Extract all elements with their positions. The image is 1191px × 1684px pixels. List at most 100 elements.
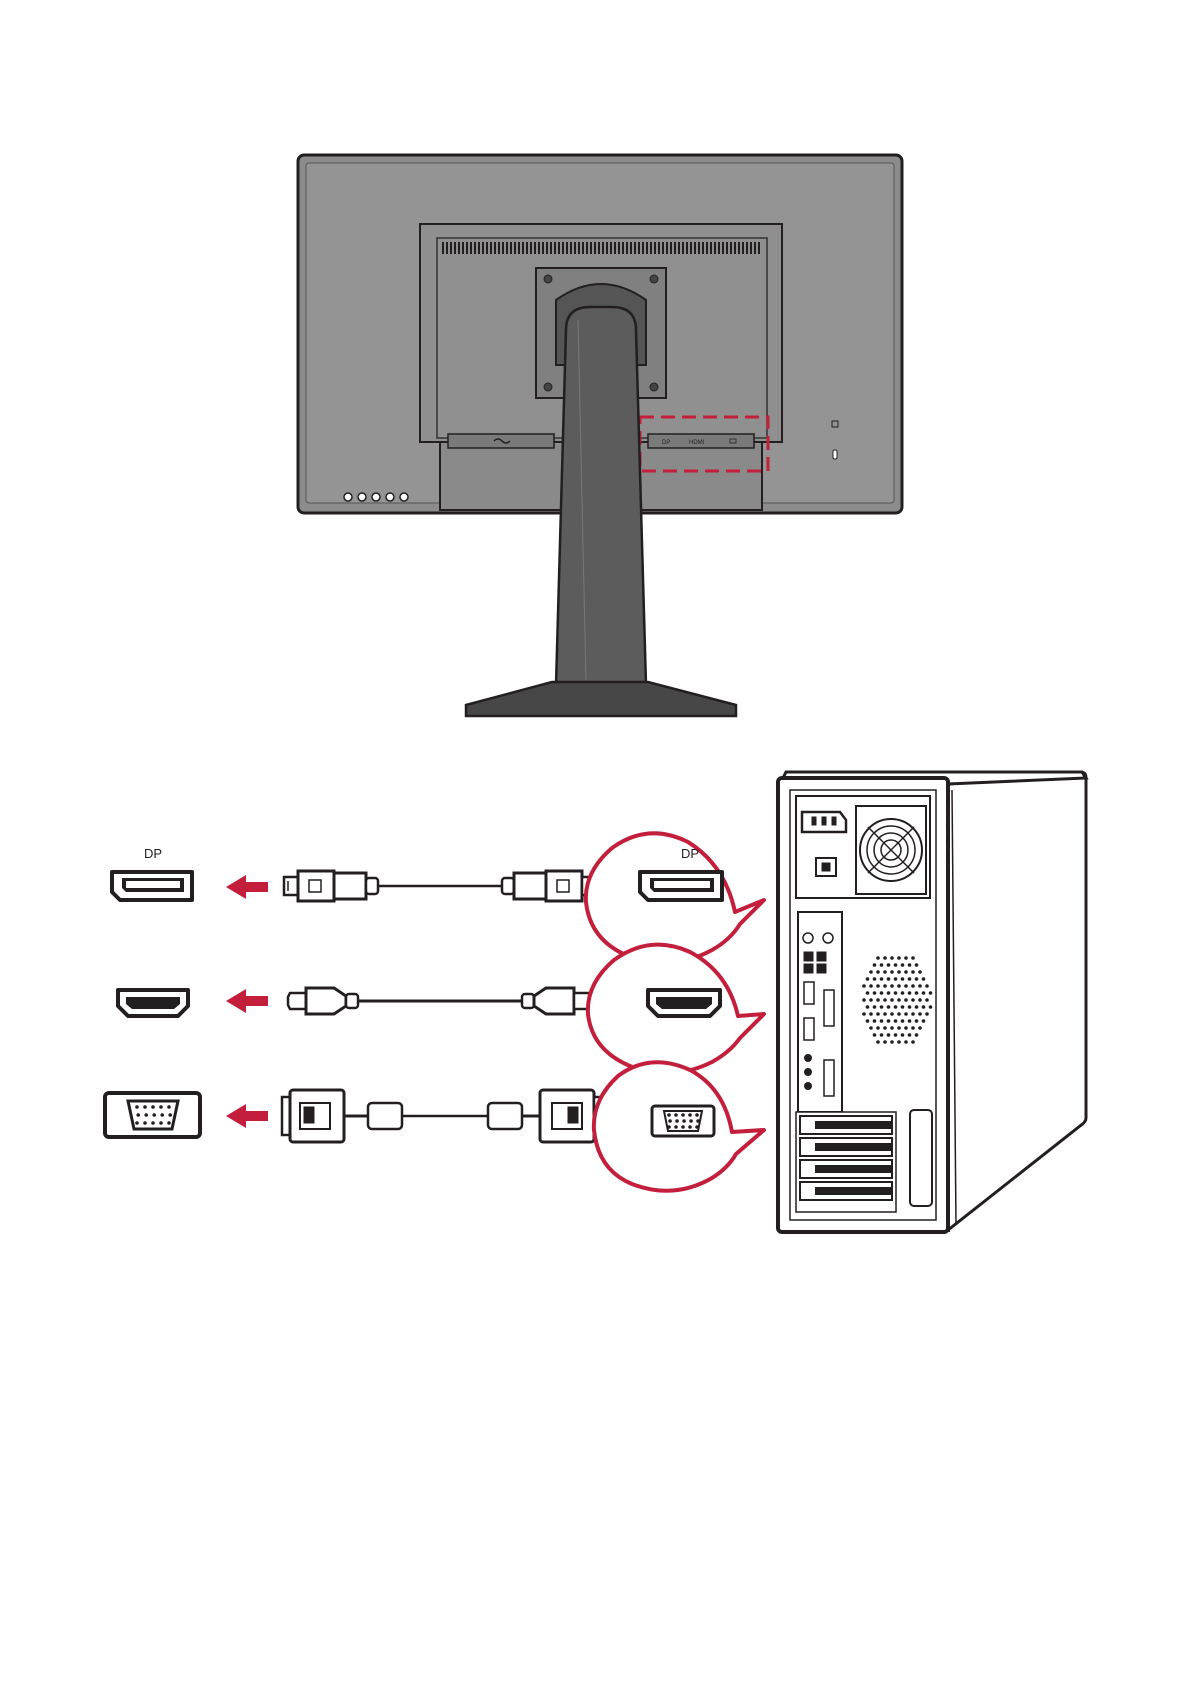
vent-hole — [883, 984, 887, 988]
vent-hole — [887, 977, 891, 981]
vga-cable — [282, 1090, 602, 1142]
vent-hole — [862, 984, 866, 988]
vent-hole — [862, 1012, 866, 1016]
vent-hole — [911, 1026, 915, 1030]
vent-slot — [590, 242, 592, 254]
vent-slot — [742, 242, 744, 254]
vent-slot — [626, 242, 628, 254]
vent-hole — [873, 1033, 877, 1037]
vga-pin — [682, 1119, 686, 1123]
vent-hole — [876, 998, 880, 1002]
vent-hole — [876, 1040, 880, 1044]
vent-hole — [880, 963, 884, 967]
vent-hole — [883, 1040, 887, 1044]
vent-slot — [490, 242, 492, 254]
vent-hole — [873, 977, 877, 981]
control-button — [386, 493, 394, 501]
vent-hole — [901, 991, 905, 995]
vga-pin — [695, 1113, 699, 1117]
vent-slot — [622, 242, 624, 254]
vga-pin — [151, 1121, 155, 1125]
vesa-screw — [544, 383, 552, 391]
vent-slot — [550, 242, 552, 254]
vent-slot — [710, 242, 712, 254]
vga-pin — [135, 1105, 139, 1109]
vent-hole — [904, 984, 908, 988]
vent-hole — [918, 1012, 922, 1016]
vent-slot — [570, 242, 572, 254]
vent-slot — [534, 242, 536, 254]
vent-slot — [498, 242, 500, 254]
control-button — [358, 493, 366, 501]
vga-pin — [168, 1113, 172, 1117]
vent-hole — [880, 991, 884, 995]
vent-hole — [897, 1040, 901, 1044]
callout-displayport: DP — [586, 833, 764, 962]
vent-slot — [586, 242, 588, 254]
vent-slot — [522, 242, 524, 254]
vent-slot — [726, 242, 728, 254]
vent-hole — [922, 1019, 926, 1023]
vent-hole — [887, 1019, 891, 1023]
case-handle — [910, 1110, 932, 1206]
vent-hole — [925, 984, 929, 988]
vent-hole — [915, 1005, 919, 1009]
vent-hole — [911, 1040, 915, 1044]
vent-hole — [869, 998, 873, 1002]
vent-slot — [686, 242, 688, 254]
vent-slot — [454, 242, 456, 254]
vga-pin — [152, 1113, 156, 1117]
vent-slot — [750, 242, 752, 254]
vent-slot — [442, 242, 444, 254]
vent-slot — [542, 242, 544, 254]
vga-pin — [696, 1119, 700, 1123]
vent-slot — [458, 242, 460, 254]
vent-hole — [904, 1040, 908, 1044]
vent-slot — [738, 242, 740, 254]
vent-hole — [873, 1005, 877, 1009]
vga-pin — [689, 1119, 693, 1123]
vesa-screw — [650, 275, 658, 283]
vent-slot — [538, 242, 540, 254]
vent-slot — [654, 242, 656, 254]
vent-slot — [594, 242, 596, 254]
vent-hole — [887, 963, 891, 967]
vent-hole — [890, 1026, 894, 1030]
vent-hole — [897, 970, 901, 974]
vent-hole — [901, 963, 905, 967]
vga-pin — [151, 1105, 155, 1109]
vent-slot — [754, 242, 756, 254]
vent-hole — [908, 963, 912, 967]
vga-pin — [688, 1125, 692, 1129]
vent-hole — [876, 984, 880, 988]
vent-slot — [758, 242, 760, 254]
vga-port-icon — [105, 1093, 200, 1137]
vent-hole — [929, 991, 933, 995]
vent-hole — [890, 1040, 894, 1044]
vent-slot — [486, 242, 488, 254]
vent-slot — [450, 242, 452, 254]
vent-hole — [922, 991, 926, 995]
vent-hole — [897, 984, 901, 988]
vent-hole — [866, 1005, 870, 1009]
vent-hole — [911, 970, 915, 974]
pc-tower — [778, 772, 1086, 1232]
vent-hole — [866, 1019, 870, 1023]
vent-hole — [866, 977, 870, 981]
vent-slot — [702, 242, 704, 254]
vent-hole — [880, 1019, 884, 1023]
vent-slot — [718, 242, 720, 254]
vent-hole — [908, 977, 912, 981]
vga-pin — [681, 1125, 685, 1129]
vent-slot — [722, 242, 724, 254]
vga-pin — [674, 1125, 678, 1129]
stand-neck — [556, 307, 646, 685]
control-button — [372, 493, 380, 501]
vent-hole — [904, 970, 908, 974]
callout-hdmi — [588, 945, 764, 1073]
vent-hole — [876, 1012, 880, 1016]
displayport-cable — [284, 871, 596, 901]
control-button — [344, 493, 352, 501]
vent-hole — [876, 1026, 880, 1030]
vent-hole — [894, 963, 898, 967]
